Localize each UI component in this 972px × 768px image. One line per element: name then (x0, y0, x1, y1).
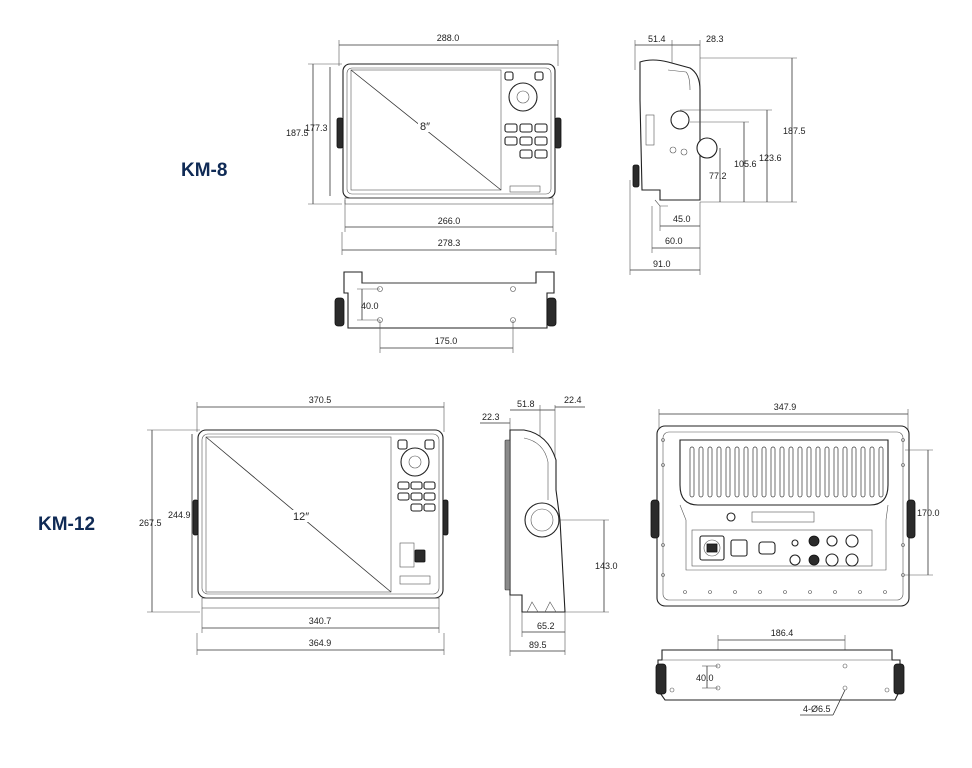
heat-sink-fin (842, 446, 848, 498)
km12-dim-height-inner: 244.9 (168, 510, 191, 520)
km8-dim-height-outer: 187.5 (286, 128, 309, 138)
km12-front-view: 370.5 267.5 244.9 12″ (139, 395, 449, 655)
km12-bottom-dim-hole-h: 186.4 (771, 628, 794, 638)
model-label-km8: KM-8 (181, 160, 228, 181)
model-label-km12: KM-12 (38, 514, 96, 535)
km12-side-dim-top-b: 22.4 (564, 395, 582, 405)
km12-rear-screws (661, 438, 905, 594)
km12-bottom-holes-label: 4-Ø6.5 (803, 704, 831, 714)
km12-side-dim-left: 22.3 (482, 412, 500, 422)
km8-side-dim-h4: 77.2 (709, 171, 727, 181)
km8-bottom-dim-hole-v: 40.0 (361, 301, 379, 311)
heat-sink-fin (815, 446, 821, 498)
heat-sink-fin (752, 446, 758, 498)
km8-side-dim-top-b: 28.3 (706, 34, 724, 44)
heat-sink-fin (797, 446, 803, 498)
km8-diagonal-label: 8″ (420, 121, 430, 133)
heat-sink-fin (851, 446, 857, 498)
km8-side-dim-w1: 45.0 (673, 214, 691, 224)
heat-sink-fin (770, 446, 776, 498)
km12-side-dim-w1: 65.2 (537, 621, 555, 631)
heat-sink-fin (725, 446, 731, 498)
km8-bottom-dim-hole-h: 175.0 (435, 336, 458, 346)
km8-front-view: 288.0 187.5 177.3 8″ (286, 33, 562, 255)
heat-sink-fin (824, 446, 830, 498)
km12-dim-width-bracket: 364.9 (309, 638, 332, 648)
heat-sink-fin (878, 446, 884, 498)
km8-side-dim-w3: 91.0 (653, 259, 671, 269)
heat-sink-fin (788, 446, 794, 498)
km12-side-view: 22.3 51.8 22.4 143.0 65.2 89.5 (480, 395, 618, 656)
km12-rear-dim-width: 347.9 (774, 402, 797, 412)
km12-side-dim-h1: 143.0 (595, 561, 618, 571)
km8-side-dim-w2: 60.0 (665, 236, 683, 246)
km12-bottom-dim-hole-v: 40.0 (696, 673, 714, 683)
km8-keypad (504, 71, 548, 193)
heat-sink-fin (734, 446, 740, 498)
km8-dim-height-inner: 177.3 (305, 123, 328, 133)
km8-dim-width-bracket: 278.3 (438, 238, 461, 248)
km12-dim-width-screen: 340.7 (309, 616, 332, 626)
km8-side-dim-h2: 123.6 (759, 153, 782, 163)
km12-dim-width-top: 370.5 (309, 395, 332, 405)
km12-rear-view: 347.9 (650, 402, 940, 607)
heat-sink-fin (806, 446, 812, 498)
km8-bottom-view: 40.0 175.0 (334, 271, 557, 353)
heat-sink-fin (860, 446, 866, 498)
km12-heat-sink-fins (689, 446, 884, 498)
km12-rear-dim-height: 170.0 (917, 508, 940, 518)
km8-side-view: 51.4 28.3 187.5 123.6 105.6 77.2 45.0 60… (629, 34, 806, 275)
km8-side-dim-h1: 187.5 (783, 126, 806, 136)
km8-dim-width-top: 288.0 (437, 33, 460, 43)
km12-side-dim-w2: 89.5 (529, 640, 547, 650)
km8-dim-width-screen: 266.0 (438, 216, 461, 226)
heat-sink-fin (707, 446, 713, 498)
heat-sink-fin (761, 446, 767, 498)
heat-sink-fin (743, 446, 749, 498)
heat-sink-fin (698, 446, 704, 498)
km8-side-dim-h3: 105.6 (734, 159, 757, 169)
heat-sink-fin (716, 446, 722, 498)
km12-dim-height-outer: 267.5 (139, 518, 162, 528)
km12-keypad (397, 439, 436, 585)
km12-side-dim-top-a: 51.8 (517, 399, 535, 409)
heat-sink-fin (689, 446, 695, 498)
km12-bottom-view: 186.4 40.0 4-Ø6.5 (655, 628, 905, 716)
km12-diagonal-label: 12″ (293, 511, 309, 523)
km8-side-dim-top-a: 51.4 (648, 34, 666, 44)
heat-sink-fin (779, 446, 785, 498)
heat-sink-fin (833, 446, 839, 498)
heat-sink-fin (869, 446, 875, 498)
